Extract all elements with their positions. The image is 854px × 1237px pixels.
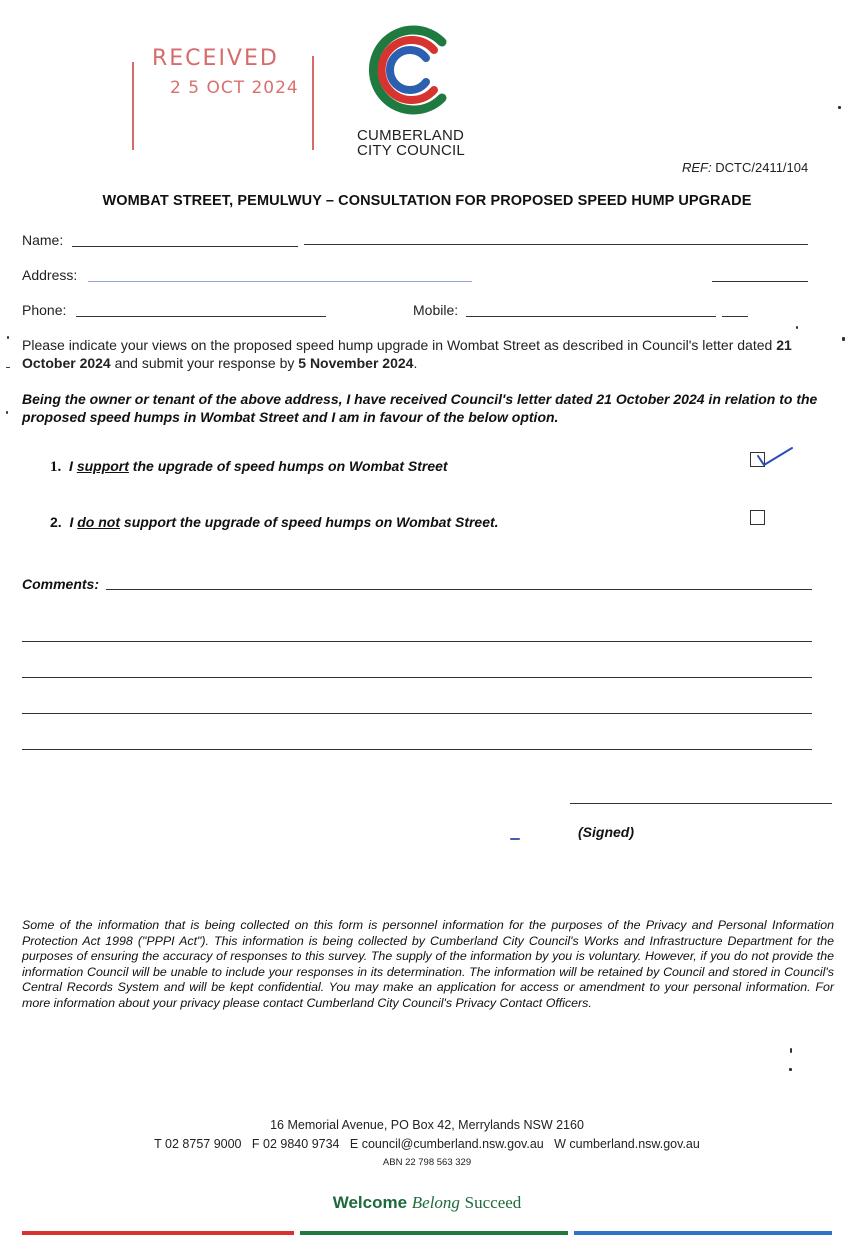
scan-speck	[6, 411, 8, 414]
option-1-checkbox[interactable]	[750, 452, 765, 467]
option-2-checkbox[interactable]	[750, 510, 765, 525]
stamp-border-left	[132, 62, 134, 150]
address-label: Address:	[22, 267, 78, 283]
privacy-notice: Some of the information that is being co…	[22, 918, 834, 1010]
mobile-field-line[interactable]	[466, 316, 716, 317]
stamp-date: 2 5 OCT 2024	[170, 78, 299, 98]
mobile-field-line-2[interactable]	[722, 316, 748, 317]
comments-line-5[interactable]	[22, 749, 812, 750]
name-label: Name:	[22, 232, 64, 248]
scan-speck	[6, 367, 10, 368]
name-field-line-1[interactable]	[72, 246, 298, 247]
footer-abn: ABN 22 798 563 329	[382, 1157, 472, 1168]
declaration-paragraph: Being the owner or tenant of the above a…	[22, 391, 818, 425]
document-title: WOMBAT STREET, PEMULWUY – CONSULTATION F…	[102, 193, 752, 209]
name-field-line-2[interactable]	[304, 244, 808, 245]
address-field-line-2[interactable]	[712, 281, 808, 282]
stamp-border-right	[312, 56, 314, 150]
comments-line-1[interactable]	[106, 589, 812, 590]
footer-stripe-red	[22, 1231, 294, 1235]
signed-label: (Signed)	[578, 824, 634, 840]
footer-stripe-blue	[574, 1231, 832, 1235]
address-field-line[interactable]	[88, 281, 472, 282]
comments-line-3[interactable]	[22, 677, 812, 678]
council-slogan: Welcome Belong Succeed	[332, 1193, 522, 1212]
council-name: CUMBERLAND CITY COUNCIL	[357, 127, 465, 159]
phone-field-line[interactable]	[76, 316, 326, 317]
phone-label: Phone:	[22, 302, 67, 318]
scan-speck	[796, 326, 798, 329]
received-stamp: RECEIVED 2 5 OCT 2024	[130, 42, 316, 150]
mobile-label: Mobile:	[413, 302, 459, 318]
footer-contacts: T 02 8757 9000 F 02 9840 9734 E council@…	[154, 1137, 700, 1151]
cumberland-c-logo-icon	[368, 25, 447, 115]
comments-line-4[interactable]	[22, 713, 812, 714]
reference-number: REF: DCTC/2411/104	[682, 160, 809, 175]
footer-stripe-green	[300, 1231, 568, 1235]
scan-speck	[842, 337, 845, 341]
footer-address: 16 Memorial Avenue, PO Box 42, Merryland…	[270, 1118, 584, 1132]
scan-speck	[510, 838, 520, 840]
scan-speck	[838, 106, 841, 109]
scan-speck	[789, 1068, 792, 1071]
comments-line-2[interactable]	[22, 641, 812, 642]
option-1: 1. I support the upgrade of speed humps …	[50, 458, 448, 475]
comments-label: Comments:	[22, 576, 100, 592]
stamp-title: RECEIVED	[152, 46, 279, 71]
scan-speck	[7, 336, 9, 339]
signature-line[interactable]	[570, 803, 832, 804]
option-2: 2. I do not support the upgrade of speed…	[50, 514, 499, 530]
instructions-paragraph: Please indicate your views on the propos…	[22, 337, 792, 371]
scan-speck	[790, 1048, 792, 1053]
checkmark-icon	[757, 447, 793, 466]
